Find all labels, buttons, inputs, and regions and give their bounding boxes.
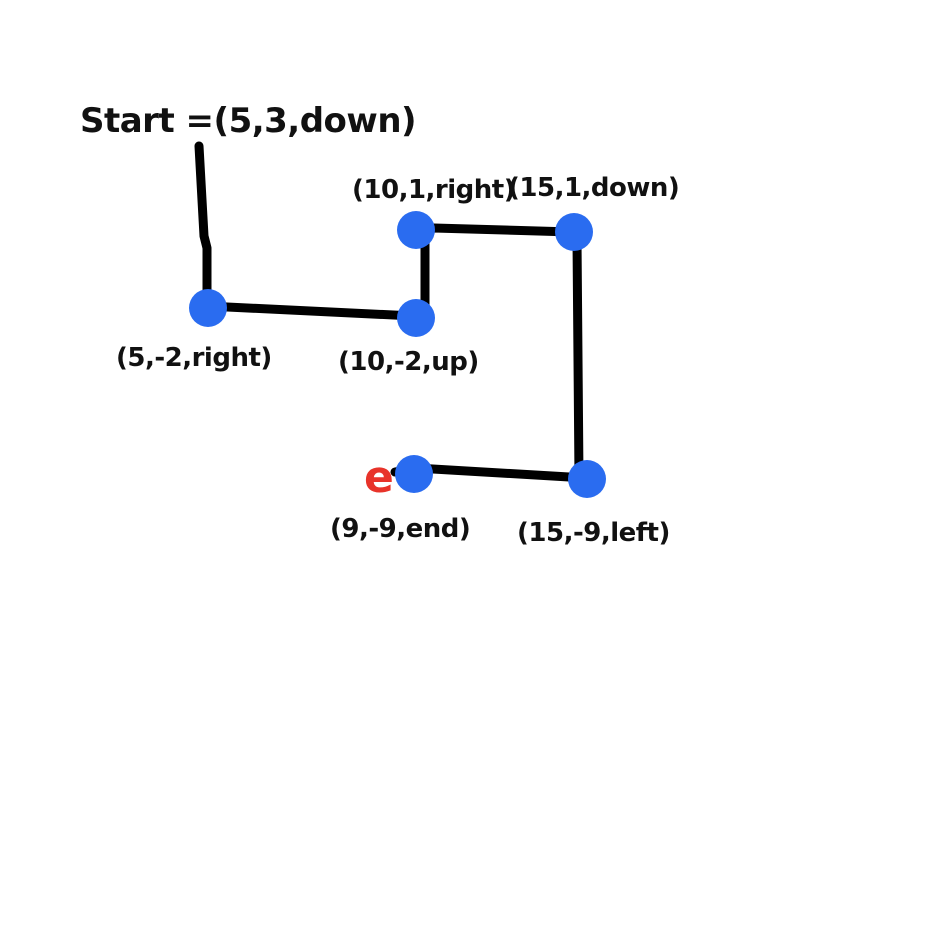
point-label-6: (9,-9,end) xyxy=(330,514,470,544)
point-label-2: (10,-2,up) xyxy=(338,347,479,377)
point-label-5: (15,-9,left) xyxy=(517,518,670,548)
node-point-4 xyxy=(555,213,593,251)
point-label-4: (15,1,down) xyxy=(508,173,679,203)
node-point-6 xyxy=(395,455,433,493)
end-mark-icon: e xyxy=(364,452,394,503)
point-label-1: (5,-2,right) xyxy=(116,343,272,373)
node-point-1 xyxy=(189,289,227,327)
start-label: Start =(5,3,down) xyxy=(80,101,416,141)
point-label-3: (10,1,right) xyxy=(352,175,515,205)
node-point-3 xyxy=(397,211,435,249)
node-point-2 xyxy=(397,299,435,337)
node-point-5 xyxy=(568,460,606,498)
